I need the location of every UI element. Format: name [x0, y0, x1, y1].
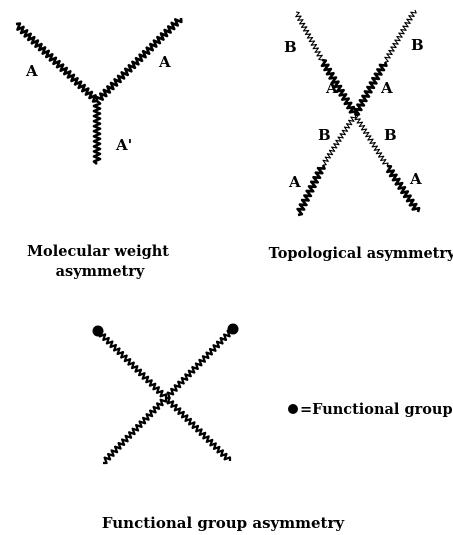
- arm-bottom-left: [103, 397, 168, 465]
- molecular-weight-caption-line2: asymmetry: [56, 263, 145, 280]
- outer-bottom-right-label: A: [409, 170, 422, 188]
- outer-b-top-right: [384, 9, 417, 63]
- topological-panel: B B A A B B A A Topological asymmetry: [269, 9, 453, 262]
- inner-b-bottom-right: [354, 114, 389, 167]
- functional-group-dot-right: [227, 323, 239, 335]
- arm-right-label: A: [158, 53, 171, 71]
- inner-top-left-label: A: [325, 79, 338, 97]
- arm-top-left-functionalized: [97, 329, 168, 398]
- arm-top-right-functionalized: [166, 328, 235, 400]
- arm-a-right: [95, 17, 183, 102]
- inner-bottom-right-label: B: [384, 126, 397, 144]
- arm-left-label: A: [25, 62, 38, 80]
- inner-b-bottom-left: [322, 114, 357, 166]
- outer-b-top-left: [295, 11, 323, 61]
- arm-short-label: A': [115, 136, 132, 154]
- molecular-weight-panel: A A A' Molecular weight asymmetry: [15, 17, 183, 280]
- inner-bottom-left-label: B: [318, 126, 331, 144]
- arm-a-prime-short: [92, 100, 102, 165]
- outer-a-bottom-left: [296, 164, 326, 217]
- outer-top-right-label: B: [411, 36, 424, 54]
- topological-caption: Topological asymmetry: [269, 245, 453, 262]
- molecular-weight-caption-line1: Molecular weight: [27, 243, 169, 260]
- outer-bottom-left-label: A: [288, 173, 301, 191]
- inner-top-right-label: A: [380, 79, 393, 97]
- arm-bottom-right: [165, 396, 232, 461]
- legend-functional-group-dot: [288, 404, 298, 414]
- legend-functional-group-text: =Functional group: [300, 401, 453, 418]
- arm-a-left: [15, 22, 98, 103]
- inner-a-top-left: [320, 58, 358, 116]
- functional-group-caption: Functional group asymmetry: [102, 514, 346, 532]
- inner-a-top-right: [353, 61, 388, 117]
- outer-top-left-label: B: [284, 38, 297, 56]
- functional-group-panel: =Functional group Functional group asymm…: [92, 323, 453, 532]
- outer-a-bottom-right: [386, 164, 421, 213]
- functional-group-dot-left: [92, 325, 104, 337]
